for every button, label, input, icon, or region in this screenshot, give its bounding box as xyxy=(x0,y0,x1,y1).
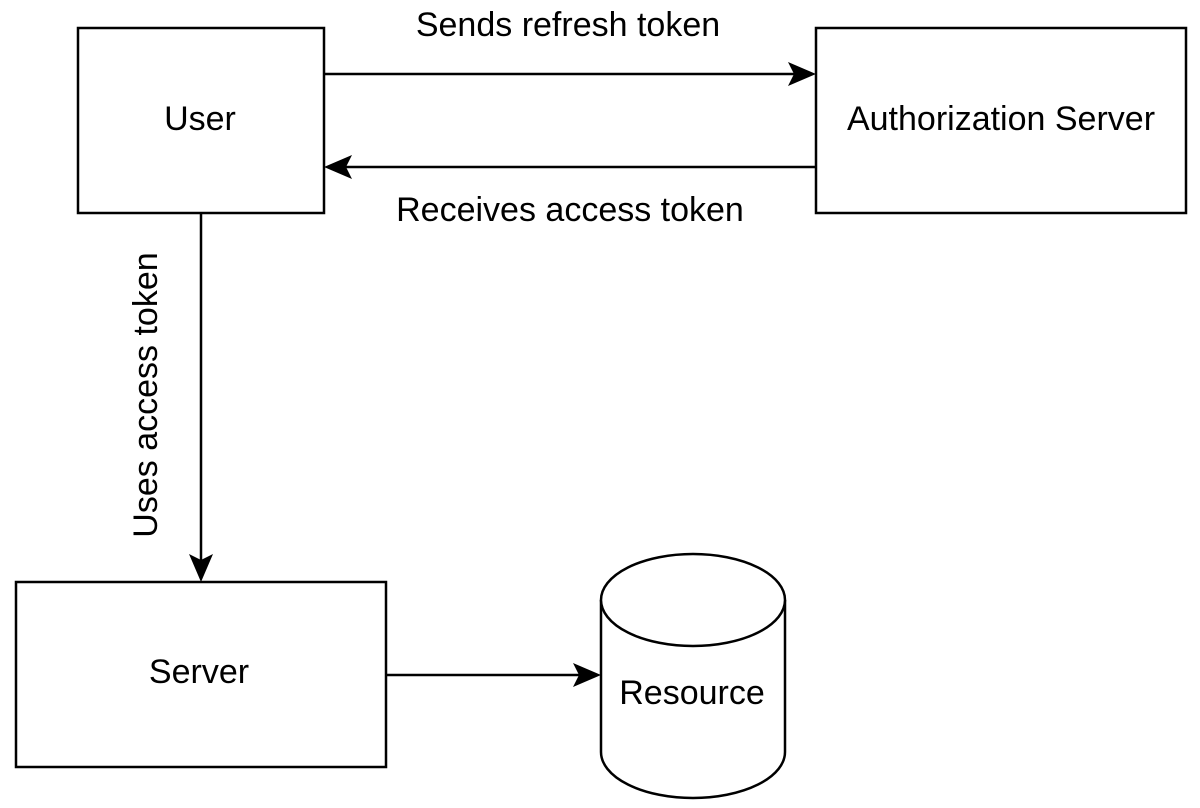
authorization-server-box xyxy=(814,26,1188,215)
resource-node: Resource xyxy=(599,552,787,800)
receives-access-token-arrowhead xyxy=(324,155,352,179)
server-node: Server xyxy=(14,580,388,769)
resource-label: Resource xyxy=(619,674,765,712)
user-label: User xyxy=(164,100,236,138)
user-box xyxy=(76,26,326,215)
server-to-resource-edge xyxy=(386,663,601,687)
receives-access-token-label: Receives access token xyxy=(396,191,744,229)
uses-access-token-label: Uses access token xyxy=(127,252,165,537)
resource-cylinder-body xyxy=(599,600,787,800)
authorization-server-node: Authorization Server xyxy=(814,26,1188,215)
sends-refresh-token-label: Sends refresh token xyxy=(416,6,720,44)
user-node: User xyxy=(76,26,326,215)
uses-access-token-arrowhead xyxy=(189,554,213,582)
server-to-resource-arrowhead xyxy=(573,663,601,687)
sends-refresh-token-arrowhead xyxy=(788,62,816,86)
receives-access-token-edge: Receives access token xyxy=(324,155,816,229)
authorization-server-label: Authorization Server xyxy=(847,100,1155,138)
uses-access-token-edge: Uses access token xyxy=(127,213,213,582)
resource-cylinder-top xyxy=(599,552,787,648)
server-label: Server xyxy=(149,653,249,691)
sends-refresh-token-edge: Sends refresh token xyxy=(324,6,816,86)
